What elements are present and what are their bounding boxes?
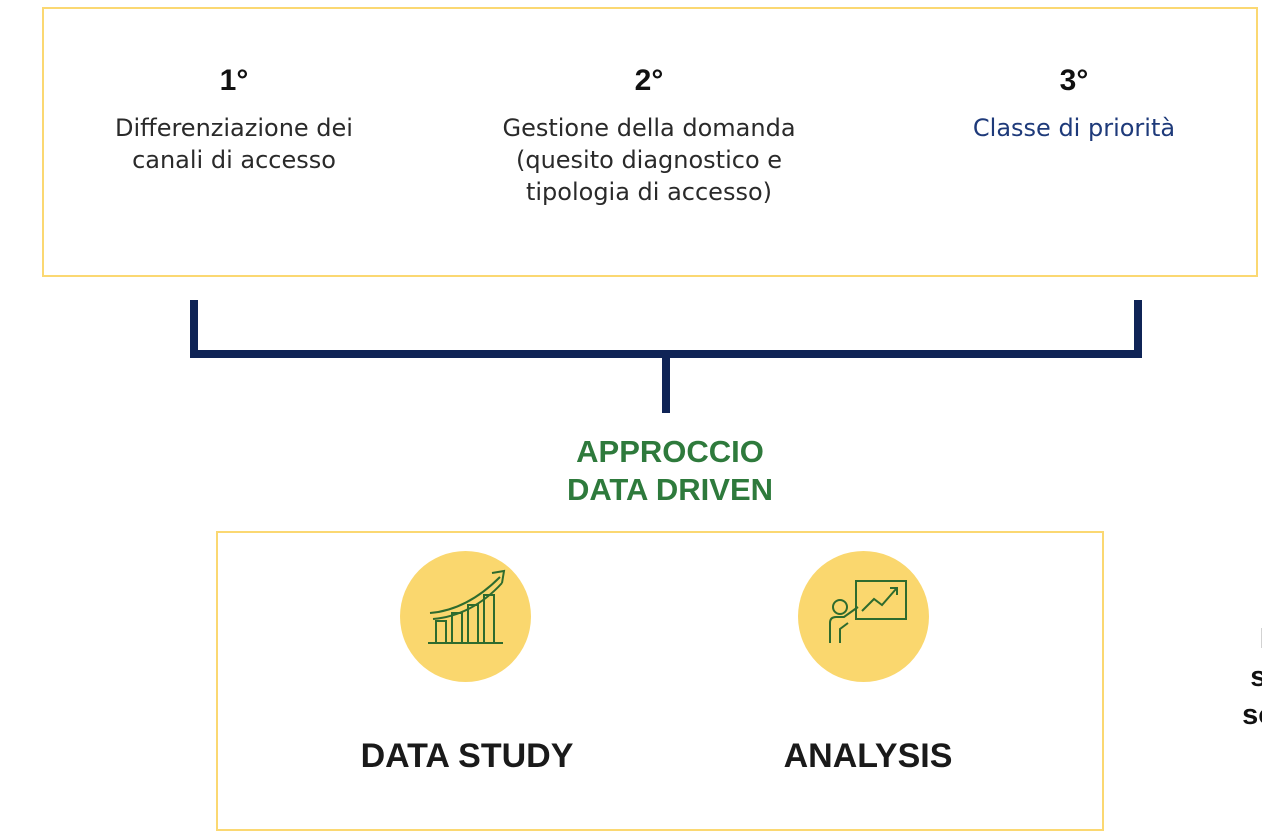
approach-box: DATA STUDY ANALYSIS xyxy=(216,531,1104,831)
step-3: 3° Classe di priorità xyxy=(904,64,1244,144)
step-2-text: Gestione della domanda(quesito diagnosti… xyxy=(502,114,796,206)
step-2: 2° Gestione della domanda(quesito diagno… xyxy=(444,64,854,208)
bracket-connector xyxy=(190,300,1142,413)
data-study-label: DATA STUDY xyxy=(360,737,574,775)
data-study-icon-circle xyxy=(400,551,531,682)
bracket-horizontal xyxy=(190,300,1142,358)
approach-heading: APPROCCIO DATA DRIVEN xyxy=(470,433,870,509)
side-text-line-2: solu xyxy=(1250,661,1262,693)
step-3-text: Classe di priorità xyxy=(972,114,1176,142)
step-3-number: 3° xyxy=(1059,64,1089,97)
heading-line-2: DATA DRIVEN xyxy=(566,472,774,507)
side-text-line-3: softw xyxy=(1242,699,1262,731)
side-text-line-1: Ma xyxy=(1180,620,1262,658)
heading-line-1: APPROCCIO xyxy=(576,434,764,469)
step-1-number: 1° xyxy=(219,64,249,97)
presenter-chart-icon xyxy=(829,580,907,643)
analysis-label: ANALYSIS xyxy=(783,737,953,775)
analysis-icon-circle xyxy=(798,551,929,682)
side-text: Ma solu softw xyxy=(1180,620,1262,734)
growth-bar-chart-icon xyxy=(428,569,506,644)
step-2-number: 2° xyxy=(634,64,664,97)
